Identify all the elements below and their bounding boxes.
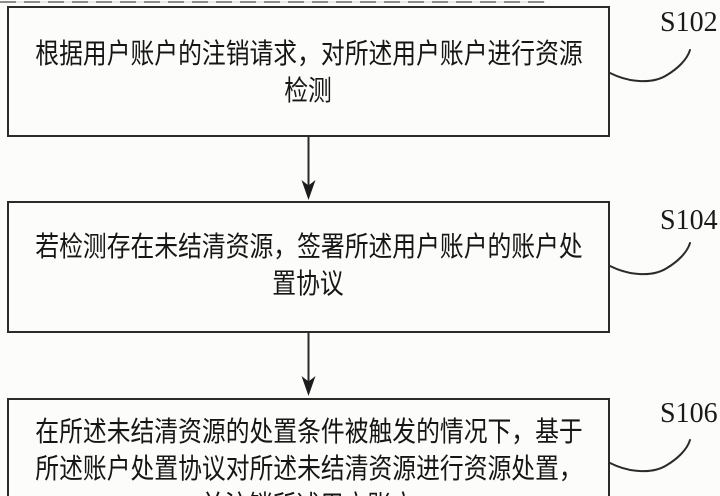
flow-step-box-s104: 若检测存在未结清资源，签署所述用户账户的账户处 置协议 [7, 201, 610, 333]
leader-curve-s102 [609, 49, 691, 83]
step-label-s102: S102 [660, 7, 718, 38]
leader-curve-s106 [609, 439, 691, 473]
step-text-line: 所述账户处置协议对所述未结清资源进行资源处置， [9, 451, 608, 488]
step-text-line-content: 检测 [284, 76, 333, 107]
step-label-s106: S106 [660, 398, 718, 429]
step-text-line: 根据用户账户的注销请求，对所述用户账户进行资源 [9, 36, 608, 73]
step-text-line: 并注销所述用户账户 [9, 488, 608, 496]
flow-step-box-s106: 在所述未结清资源的处置条件被触发的情况下，基于 所述账户处置协议对所述未结清资源… [7, 398, 610, 496]
step-text-line: 检测 [9, 73, 608, 110]
step-label-s104: S104 [660, 205, 718, 236]
leader-curve-s104 [609, 242, 691, 276]
step-s102-text: 根据用户账户的注销请求，对所述用户账户进行资源 检测 [9, 36, 608, 110]
arrowhead-down-icon [301, 376, 316, 396]
step-text-line: 置协议 [9, 266, 608, 303]
scan-artifact-line [0, 1, 545, 3]
step-text-line-content: 并注销所述用户账户 [201, 488, 415, 496]
step-s106-text: 在所述未结清资源的处置条件被触发的情况下，基于 所述账户处置协议对所述未结清资源… [9, 414, 608, 496]
flow-step-box-s102: 根据用户账户的注销请求，对所述用户账户进行资源 检测 [7, 6, 610, 137]
step-text-line-content: 所述账户处置协议对所述未结清资源进行资源处置， [34, 454, 583, 485]
arrow-down-connector-2 [301, 333, 316, 396]
arrow-down-connector-1 [301, 137, 316, 200]
step-text-line: 在所述未结清资源的处置条件被触发的情况下，基于 [9, 414, 608, 451]
step-text-line-content: 若检测存在未结清资源，签署所述用户账户的账户处 [34, 232, 583, 263]
step-s104-text: 若检测存在未结清资源，签署所述用户账户的账户处 置协议 [9, 229, 608, 303]
step-text-line-content: 置协议 [272, 269, 345, 300]
step-text-line-content: 在所述未结清资源的处置条件被触发的情况下，基于 [34, 417, 583, 448]
arrowhead-down-icon [301, 180, 316, 200]
step-text-line: 若检测存在未结清资源，签署所述用户账户的账户处 [9, 229, 608, 266]
step-text-line-content: 根据用户账户的注销请求，对所述用户账户进行资源 [34, 39, 583, 70]
